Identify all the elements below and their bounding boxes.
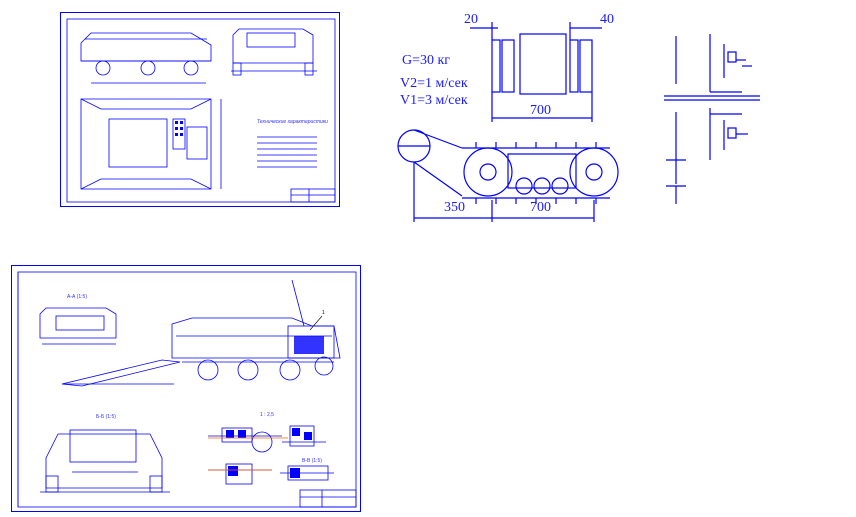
view-c-label: В-В (1:5) <box>302 458 323 464</box>
kinematic-scheme: 20 40 G=30 кг V2=1 м/сек V1=3 м/сек 700 … <box>380 0 856 240</box>
speed-v1-label: V1=3 м/сек <box>400 93 468 108</box>
view-a-label: А-А (1:5) <box>67 294 88 300</box>
speed-v2-label: V2=1 м/сек <box>400 76 468 91</box>
weight-label: G=30 кг <box>402 53 451 68</box>
dim-700-bottom: 700 <box>530 200 551 215</box>
dim-40: 40 <box>600 12 614 27</box>
top-left-drawing-graphic <box>66 18 336 203</box>
kinematic-scheme-graphic <box>397 22 760 222</box>
scale-note: 1 : 2,5 <box>260 412 274 418</box>
leader-number-1: 1 <box>322 310 325 316</box>
view-b-label: Б-Б (1:5) <box>96 414 116 420</box>
spec-title: Технические характеристики <box>257 119 328 125</box>
dim-700-top: 700 <box>530 103 551 118</box>
drawing-sheet-bottom-left: А-А (1:5) Б-Б (1:5) В-В (1:5) 1 : 2,5 1 <box>11 265 361 512</box>
bottom-left-drawing-graphic <box>17 271 357 508</box>
dim-20: 20 <box>464 12 478 27</box>
dim-350: 350 <box>444 200 465 215</box>
drawing-sheet-top-left: Технические характеристики <box>60 12 340 207</box>
